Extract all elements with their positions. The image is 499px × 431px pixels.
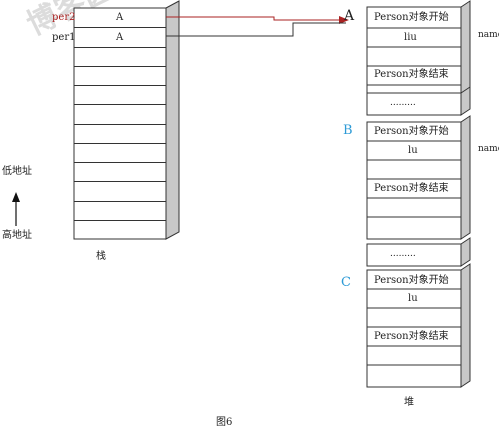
per2-label: per2 — [52, 12, 76, 23]
low-address-label: 低地址 — [2, 166, 32, 177]
per2-reference-line — [166, 16, 339, 21]
heap-caption: 堆 — [404, 397, 414, 408]
heap-gap-box-2 — [366, 237, 471, 267]
figure-caption: 图6 — [216, 417, 233, 428]
stack-block — [73, 0, 180, 240]
per1-value: A — [116, 32, 124, 43]
object-a-side-label: name — [478, 30, 499, 40]
object-a-start: Person对象开始 — [374, 12, 449, 23]
address-direction-arrow — [12, 192, 20, 226]
marker-a: A — [344, 8, 355, 24]
object-b-field: lu — [408, 145, 418, 156]
object-b-start: Person对象开始 — [374, 126, 449, 137]
stack-side-shade — [165, 0, 180, 240]
per2-arrowhead — [339, 16, 349, 24]
object-c-end: Person对象结束 — [374, 331, 449, 342]
marker-b: B — [343, 123, 353, 138]
heap-object-b-frame — [366, 121, 462, 240]
object-c-start: Person对象开始 — [374, 275, 449, 286]
object-a-end: Person对象结束 — [374, 69, 449, 80]
per2-value: A — [116, 12, 124, 23]
stack-caption: 栈 — [96, 251, 106, 262]
heap-object-c — [366, 263, 471, 388]
object-b-side-label: name — [478, 144, 499, 154]
object-a-field: liu — [404, 32, 417, 43]
object-b-end: Person对象结束 — [374, 183, 449, 194]
heap-gap-text-1: ......... — [390, 98, 416, 108]
per1-label: per1 — [52, 32, 76, 43]
heap-gap-text-2: ......... — [390, 249, 416, 259]
marker-c: C — [341, 275, 351, 290]
object-c-field: lu — [408, 293, 418, 304]
per1-reference-line — [166, 22, 346, 37]
stack-frame — [73, 7, 167, 240]
heap-object-c-frame — [366, 269, 462, 388]
high-address-label: 高地址 — [2, 230, 32, 241]
heap-gap-box-1 — [366, 86, 471, 116]
reference-arrows — [166, 16, 349, 37]
heap-object-b — [366, 115, 471, 240]
